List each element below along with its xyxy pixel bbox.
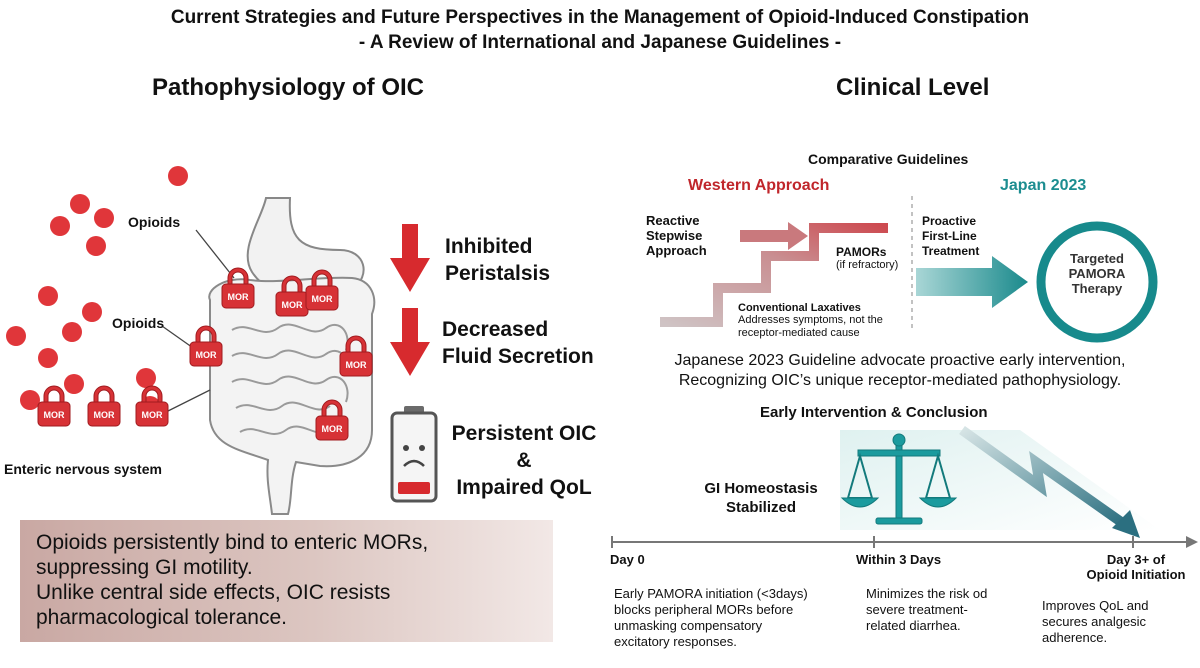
mor-label: MOR xyxy=(322,424,343,434)
main-title-line2: - A Review of International and Japanese… xyxy=(358,32,842,53)
mor-label: MOR xyxy=(282,300,303,310)
mor-label: MOR xyxy=(346,360,367,370)
day0-label: Day 0 xyxy=(610,552,645,567)
guideline-diagram xyxy=(660,196,1158,343)
japan-2023-label: Japan 2023 xyxy=(1000,177,1087,194)
pamors-label: PAMORs (if refractory) xyxy=(836,245,899,271)
down-arrow-icon xyxy=(390,224,430,292)
mor-label: MOR xyxy=(142,410,163,420)
conventional-laxatives-label: Conventional Laxatives Addresses symptom… xyxy=(738,302,883,339)
summary-line: Unlike central side effects, OIC resists xyxy=(36,581,391,604)
effect-persistent: Persistent OIC&Impaired QoL xyxy=(451,422,597,499)
mor-label: MOR xyxy=(196,350,217,360)
opioids-label-mid: Opioids xyxy=(112,315,165,331)
mor-label: MOR xyxy=(312,294,333,304)
summary-line: Opioids persistently bind to enteric MOR… xyxy=(36,531,429,554)
balance-scale-icon xyxy=(840,433,958,525)
early-pamora-description: Early PAMORA initiation (<3days)blocks p… xyxy=(614,586,808,649)
colon-shape xyxy=(208,276,376,515)
left-heading: Pathophysiology of OIC xyxy=(152,74,425,101)
opioids-label-top: Opioids xyxy=(128,214,181,230)
right-heading: Clinical Level xyxy=(836,74,990,101)
summary-line: pharmacological tolerance. xyxy=(36,606,287,629)
comparative-title: Comparative Guidelines xyxy=(808,151,969,167)
guideline-statement: Japanese 2023 Guideline advocate proacti… xyxy=(674,352,1126,389)
stair-steps xyxy=(660,223,888,327)
stair-arrow xyxy=(740,222,808,250)
decline-arrow xyxy=(959,425,1127,529)
summary-box: Opioids persistently bind to enteric MOR… xyxy=(20,520,553,642)
low-battery-icon xyxy=(390,406,438,503)
timeline-graphic xyxy=(611,425,1198,548)
opioid-dots xyxy=(6,166,188,416)
padlocks xyxy=(37,267,373,441)
down-arrow-icon xyxy=(390,308,430,376)
main-title-line1: Current Strategies and Future Perspectiv… xyxy=(170,7,1030,28)
gut-illustration: MOR MOR MOR MOR MOR MOR MOR MOR MOR xyxy=(6,166,376,515)
targeted-therapy-ring xyxy=(1036,221,1158,343)
early-intervention-title: Early Intervention & Conclusion xyxy=(760,404,988,421)
mor-label: MOR xyxy=(44,410,65,420)
within-3-days-label: Within 3 Days xyxy=(856,552,942,567)
decline-arrow-head xyxy=(1112,510,1140,538)
mor-label: MOR xyxy=(94,410,115,420)
mor-label: MOR xyxy=(228,292,249,302)
teal-arrow xyxy=(916,256,1028,308)
western-approach-label: Western Approach xyxy=(688,177,830,194)
enteric-nervous-system-label: Enteric nervous system xyxy=(4,461,162,477)
summary-line: suppressing GI motility. xyxy=(36,556,253,579)
